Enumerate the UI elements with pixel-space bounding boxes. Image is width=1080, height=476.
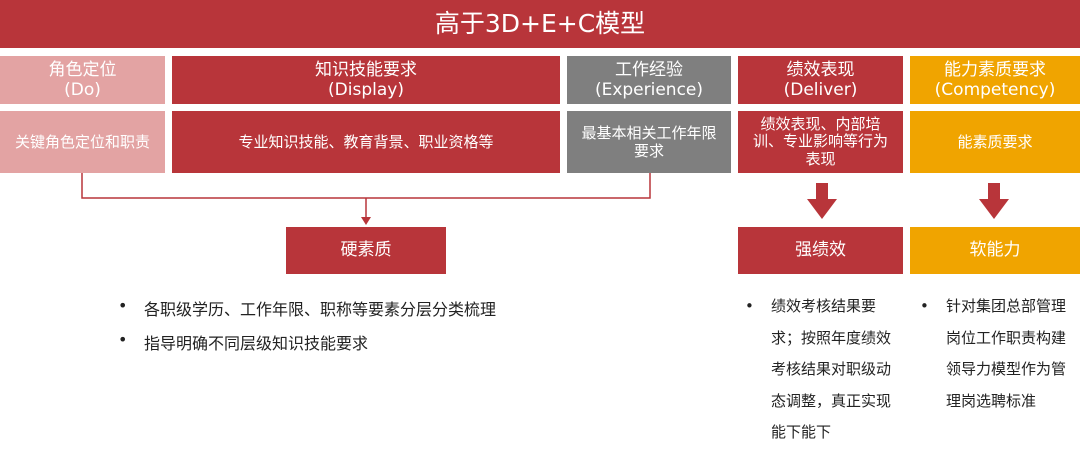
list-item: • 各职级学历、工作年限、职称等要素分层分类梳理 [118,296,496,330]
bullet-text: 绩效考核结果要求；按照年度绩效考核结果对职级动态调整，真正实现能下能下 [771,297,892,441]
outcome-strong-performance: 强绩效 [738,227,903,274]
category-do-name: 角色定位 [48,59,117,80]
category-do-header: 角色定位 (Do) [0,56,165,104]
competency-down-arrow [979,183,1009,219]
list-item: • 指导明确不同层级知识技能要求 [118,330,496,364]
category-deliver-header: 绩效表现 (Deliver) [738,56,903,104]
category-experience-desc: 最基本相关工作年限 要求 [567,111,731,173]
category-deliver-sub: (Deliver) [783,80,858,100]
deliver-down-arrow [807,183,837,219]
category-display-desc: 专业知识技能、教育背景、职业资格等 [172,111,560,173]
category-deliver-desc-text: 绩效表现、内部培训、专业影响等行为表现 [752,115,888,168]
performance-bullets: • 绩效考核结果要求；按照年度绩效考核结果对职级动态调整，真正实现能下能下 [745,291,900,449]
category-competency-sub: (Competency) [934,80,1056,100]
category-experience-desc-text: 最基本相关工作年限 要求 [581,124,717,160]
outcome-soft-text: 软能力 [969,240,1021,261]
category-competency-desc-text: 能素质要求 [957,133,1033,151]
page-title: 高于3D+E+C模型 [0,0,1080,48]
category-competency-name: 能力素质要求 [944,59,1046,80]
soft-ability-bullets: • 针对集团总部管理岗位工作职责构建领导力模型作为管理岗选聘标准 [920,291,1075,417]
bracket-connector [81,173,651,199]
list-item: • 绩效考核结果要求；按照年度绩效考核结果对职级动态调整，真正实现能下能下 [745,291,900,449]
category-do-desc: 关键角色定位和职责 [0,111,165,173]
bullet-dot: • [745,297,754,315]
outcome-soft-ability: 软能力 [910,227,1080,274]
list-item: • 针对集团总部管理岗位工作职责构建领导力模型作为管理岗选聘标准 [920,291,1075,417]
bracket-arrowhead [361,217,371,225]
category-deliver-desc: 绩效表现、内部培训、专业影响等行为表现 [738,111,903,173]
bullet-dot: • [118,296,128,315]
category-display-desc-text: 专业知识技能、教育背景、职业资格等 [238,133,494,151]
category-do-sub: (Do) [64,80,101,100]
bullet-dot: • [920,297,929,315]
category-experience-header: 工作经验 (Experience) [567,56,731,104]
bullet-dot: • [118,330,128,349]
bullet-text: 各职级学历、工作年限、职称等要素分层分类梳理 [144,300,497,319]
category-display-header: 知识技能要求 (Display) [172,56,560,104]
outcome-hard-text: 硬素质 [340,240,392,261]
outcome-performance-text: 强绩效 [795,240,846,261]
outcome-hard-quality: 硬素质 [286,227,446,274]
category-deliver-name: 绩效表现 [786,59,855,80]
category-competency-header: 能力素质要求 (Competency) [910,56,1080,104]
hard-quality-bullets: • 各职级学历、工作年限、职称等要素分层分类梳理 • 指导明确不同层级知识技能要… [118,296,496,364]
bullet-text: 指导明确不同层级知识技能要求 [144,334,369,353]
category-experience-name: 工作经验 [615,59,683,80]
category-experience-sub: (Experience) [594,80,704,100]
bullet-text: 针对集团总部管理岗位工作职责构建领导力模型作为管理岗选聘标准 [946,297,1067,410]
category-competency-desc: 能素质要求 [910,111,1080,173]
category-display-name: 知识技能要求 [315,59,417,80]
category-display-sub: (Display) [328,80,404,100]
title-text: 高于3D+E+C模型 [434,9,646,38]
category-do-desc-text: 关键角色定位和职责 [14,133,150,151]
